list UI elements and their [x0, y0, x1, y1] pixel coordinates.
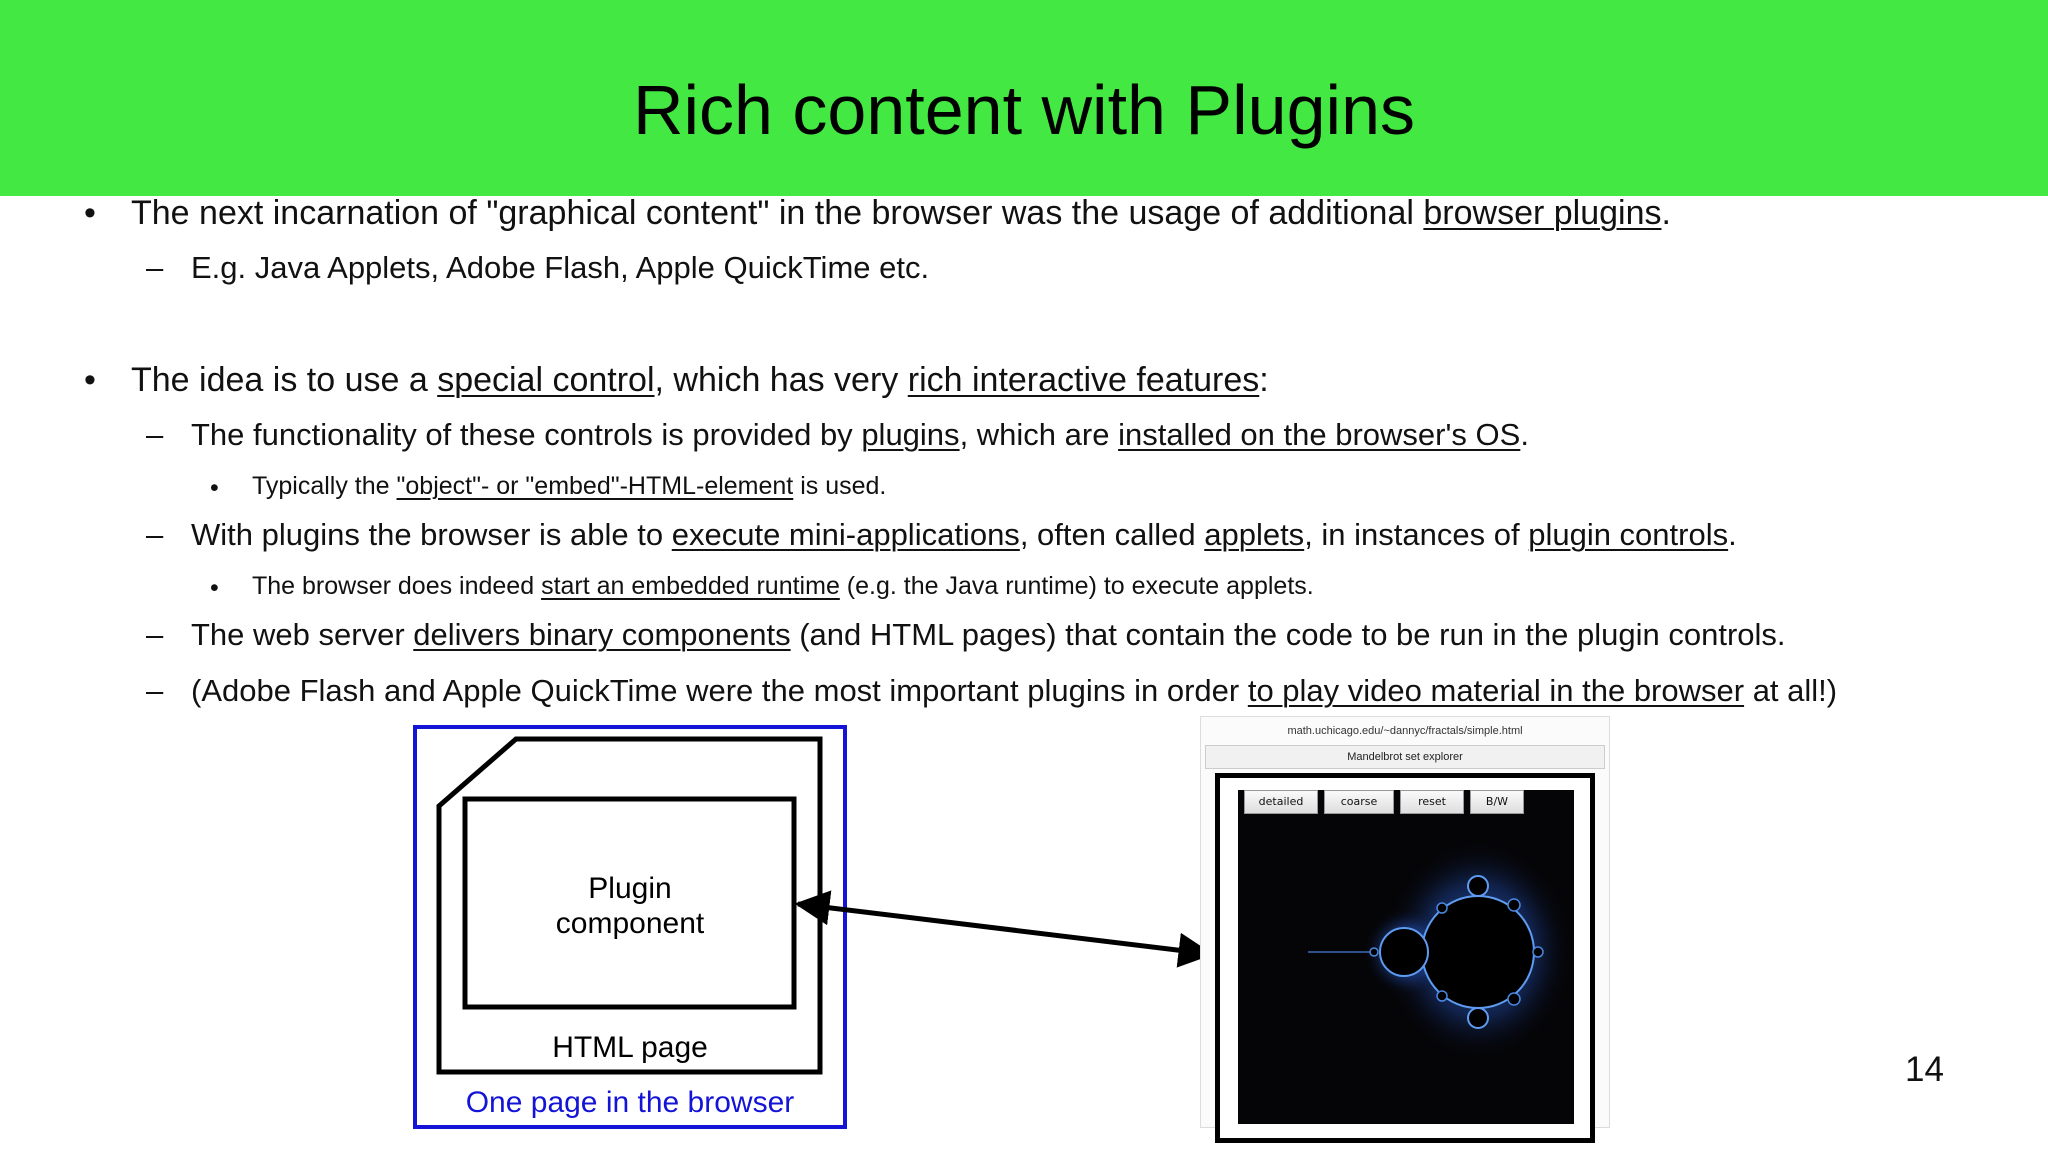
- bullet-2: The idea is to use a special control, wh…: [131, 361, 1269, 399]
- bullet-marker: •: [84, 361, 96, 399]
- component-label: component: [556, 907, 705, 940]
- dash-marker: –: [146, 250, 164, 285]
- detailed-button[interactable]: detailed: [1244, 790, 1318, 814]
- bullet-1-1: E.g. Java Applets, Adobe Flash, Apple Qu…: [191, 250, 930, 285]
- bullet-2-1: The functionality of these controls is p…: [191, 417, 1529, 452]
- plugin-component-box: [462, 796, 797, 1010]
- mandelbrot-fractal-icon: [1308, 840, 1573, 1060]
- html-page-label: HTML page: [552, 1031, 708, 1064]
- bullet-2-2: With plugins the browser is able to exec…: [191, 517, 1737, 552]
- bullet-marker: •: [210, 574, 219, 602]
- explorer-title: Mandelbrot set explorer: [1205, 745, 1605, 769]
- bullet-1: The next incarnation of "graphical conte…: [131, 194, 1671, 232]
- plugin-label: Plugin: [588, 872, 671, 905]
- coarse-button[interactable]: coarse: [1324, 790, 1394, 814]
- mandelbrot-screenshot: math.uchicago.edu/~dannyc/fractals/simpl…: [1200, 716, 1610, 1143]
- bullet-marker: •: [210, 474, 219, 502]
- reset-button[interactable]: reset: [1400, 790, 1464, 814]
- title-bar: [0, 0, 2048, 196]
- url-text: math.uchicago.edu/~dannyc/fractals/simpl…: [1287, 725, 1523, 737]
- dash-marker: –: [146, 673, 164, 708]
- plugin-frame: detailed coarse reset B/W: [1215, 773, 1595, 1143]
- link-browser-plugins: browser plugins: [1423, 194, 1662, 232]
- bullet-2-3: The web server delivers binary component…: [191, 617, 1786, 652]
- dash-marker: –: [146, 417, 164, 452]
- page-number: 14: [1905, 1050, 1944, 1089]
- bullet-marker: •: [84, 194, 96, 232]
- bullet-2-1-1: Typically the "object"- or "embed"-HTML-…: [252, 472, 887, 500]
- bw-button[interactable]: B/W: [1470, 790, 1524, 814]
- dash-marker: –: [146, 517, 164, 552]
- bullet-2-2-1: The browser does indeed start an embedde…: [252, 572, 1314, 600]
- connection-arrow: [794, 890, 1214, 968]
- bullet-2-4: (Adobe Flash and Apple QuickTime were th…: [191, 673, 1838, 708]
- mandelbrot-canvas[interactable]: [1238, 790, 1574, 1124]
- slide-title: Rich content with Plugins: [632, 71, 1416, 149]
- dash-marker: –: [146, 617, 164, 652]
- browser-caption: One page in the browser: [466, 1086, 795, 1119]
